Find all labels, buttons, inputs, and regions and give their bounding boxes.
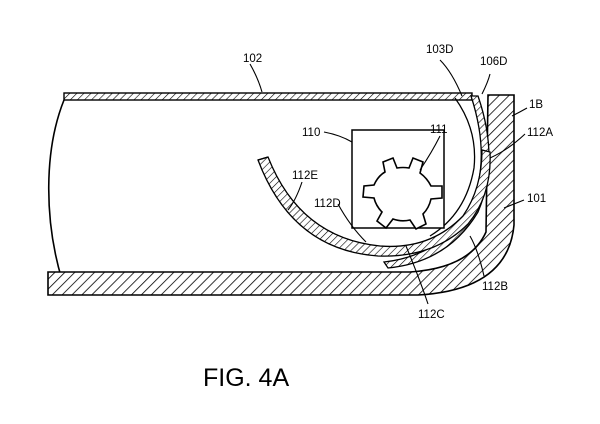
label-112b: 112B [482,281,508,293]
label-101: 101 [527,193,546,205]
label-112c: 112C [418,309,445,321]
gear-111 [362,156,443,231]
top-plate-102 [63,92,473,101]
label-112d: 112D [314,198,341,210]
label-106d: 106D [480,56,508,68]
housing-101 [47,94,515,296]
label-110: 110 [302,127,320,139]
figure-caption: FIG. 4A [203,364,289,392]
label-112a: 112A [527,127,553,139]
cradle-112e [257,149,491,257]
label-103d: 103D [426,44,454,56]
label-102: 102 [243,53,262,65]
label-111: 111 [430,124,447,136]
label-1b: 1B [529,99,543,111]
housing-left-edge [47,99,65,281]
arc-103d [429,97,476,237]
cradle-tip [257,156,269,161]
label-112e: 112E [292,170,318,182]
leader-lines [249,59,528,305]
